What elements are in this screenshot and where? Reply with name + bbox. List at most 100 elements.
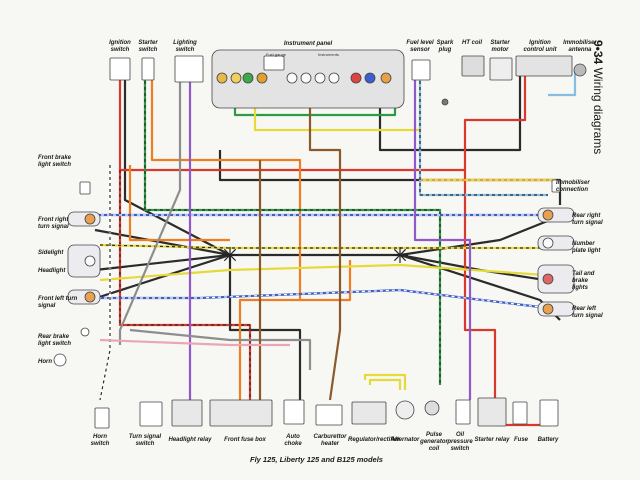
- label-headlight-relay: Headlight relay: [168, 437, 212, 443]
- horn-switch-icon: [94, 407, 110, 429]
- wire-brown-heater: [308, 95, 342, 401]
- instrument-lamp-icon-11: [380, 72, 392, 84]
- label-auto-choke: Auto choke: [284, 434, 302, 447]
- label-horn: Horn: [38, 359, 52, 365]
- label-oil-pressure-switch: Oil pressure switch: [447, 432, 473, 452]
- wire-antenna: [548, 70, 577, 97]
- ground-junction-1-ray-2: [229, 254, 237, 262]
- headlight-relay-icon: [171, 399, 203, 427]
- alternator-icon: [395, 400, 415, 420]
- wire-orange-branch: [128, 165, 230, 242]
- ignition-switch-icon: [109, 57, 131, 81]
- oil-pressure-switch-icon: [455, 399, 471, 425]
- label-spark-plug: Spark plug: [436, 40, 454, 53]
- label-rear-left-turn-signal: Rear left turn signal: [572, 306, 603, 319]
- label-instrument-panel: Instrument panel: [283, 41, 333, 47]
- fuel-gauge-icon: [263, 55, 285, 71]
- carburettor-heater-icon: [315, 404, 343, 426]
- wire-lightblue-stripe: [419, 75, 548, 196]
- wire-headlight-feed: [99, 263, 546, 282]
- tail-brake-lights-bulb-icon: [542, 273, 554, 285]
- page-header: 9•34 Wiring diagrams: [591, 40, 605, 154]
- label-rear-brake-light-switch: Rear brake light switch: [38, 334, 71, 347]
- instrument-lamp-icon-6: [300, 72, 312, 84]
- starter-switch-icon: [141, 57, 155, 81]
- fuel-gauge-label: Fuel gauge: [266, 52, 287, 57]
- section-title: Wiring diagrams: [591, 67, 605, 155]
- ground-junction-1-ray-6: [223, 248, 231, 256]
- label-front-left-turn-signal: Front left turn signal: [38, 296, 78, 309]
- spark-plug-icon: [441, 98, 449, 106]
- instrument-lamp-icon-2: [230, 72, 242, 84]
- instrument-lamp-icon-5: [286, 72, 298, 84]
- label-battery: Battery: [537, 437, 559, 443]
- wire-top-run: [218, 150, 562, 205]
- wire-main-ground: [123, 75, 551, 257]
- wire-left-turn-stripe: [92, 289, 549, 309]
- rear-brake-light-switch-icon: [80, 327, 90, 337]
- starter-motor-icon: [489, 57, 513, 81]
- label-starter-relay: Starter relay: [474, 437, 510, 443]
- label-immobiliser-antenna: Immobiliser antenna: [563, 40, 597, 53]
- label-fuse: Fuse: [513, 437, 528, 443]
- wire-immobiliser: [420, 178, 557, 185]
- auto-choke-icon: [283, 399, 305, 425]
- figure-caption: Fly 125, Liberty 125 and B125 models: [250, 455, 383, 464]
- ht-coil-icon: [461, 55, 485, 77]
- instrument-lamp-icon-8: [328, 72, 340, 84]
- fuel-level-sensor-icon: [411, 59, 431, 81]
- label-tail-brake-lights: Tail and brake lights: [572, 271, 595, 291]
- label-ignition-switch: Ignition switch: [109, 40, 131, 53]
- headlight-unit-housing: [67, 244, 101, 278]
- immobiliser-antenna-icon: [573, 63, 587, 77]
- ignition-control-unit-icon: [515, 55, 573, 77]
- rear-left-turn-signal-bulb-icon: [542, 303, 554, 315]
- front-left-turn-signal-bulb-icon: [84, 291, 96, 303]
- label-regulator-rectifier: Regulator/rectifier: [348, 437, 400, 443]
- wire-headlight-ground: [94, 253, 231, 272]
- battery-icon: [539, 399, 559, 427]
- label-turn-signal-switch: Turn signal switch: [128, 434, 162, 447]
- wire-horn-switch: [98, 165, 112, 401]
- label-starter-switch: Starter switch: [138, 40, 158, 53]
- instrument-lamp-icon-7: [314, 72, 326, 84]
- horn-icon: [53, 353, 67, 367]
- turn-signal-switch-icon: [139, 401, 163, 427]
- wire-fuse-box-orange: [238, 298, 300, 400]
- instrument-lamp-icon-4: [256, 72, 268, 84]
- label-immobiliser-connection: Immobiliser connection: [556, 180, 590, 193]
- ground-junction-2-ray-8: [399, 248, 407, 256]
- wire-ignition-feed: [118, 70, 527, 172]
- wire-choke-ground: [228, 255, 302, 400]
- label-ht-coil: HT coil: [461, 40, 482, 46]
- ground-junction-1-ray-4: [223, 254, 231, 262]
- front-right-turn-signal-bulb-icon: [84, 213, 96, 225]
- wire-harness: [89, 70, 577, 427]
- instrument-lamp-icon-1: [216, 72, 228, 84]
- number-plate-light-bulb-icon: [542, 237, 554, 249]
- label-front-fuse-box: Front fuse box: [224, 437, 266, 443]
- label-horn-switch: Horn switch: [90, 434, 110, 447]
- label-sidelight: Sidelight: [38, 250, 64, 256]
- wire-fuse-feed: [118, 170, 252, 400]
- wire-alternator-2: [368, 378, 402, 390]
- wire-ecu-feed: [378, 70, 522, 152]
- ground-junction-2-ray-6: [393, 248, 401, 256]
- wire-starter-relay-feed: [463, 170, 497, 400]
- wire-green-black-stripe: [144, 75, 441, 385]
- wire-sidelight-stripe: [99, 244, 545, 249]
- label-starter-motor: Starter motor: [490, 40, 510, 53]
- wire-lightblue: [418, 75, 548, 197]
- ground-junction-2-ray-2: [399, 254, 407, 262]
- wire-alternator-1: [363, 373, 407, 390]
- instrument-lamp-icon-3: [242, 72, 254, 84]
- wire-grey-choke: [129, 328, 312, 370]
- label-rear-right-turn-signal: Rear right turn signal: [572, 213, 603, 226]
- label-number-plate-light: Number plate light: [572, 241, 601, 254]
- instrument-lamp-icon-9: [350, 72, 362, 84]
- wire-purple-oil: [413, 75, 472, 400]
- wire-pink-rear-brake: [99, 338, 290, 347]
- headlight-unit-bulb-icon: [84, 255, 96, 267]
